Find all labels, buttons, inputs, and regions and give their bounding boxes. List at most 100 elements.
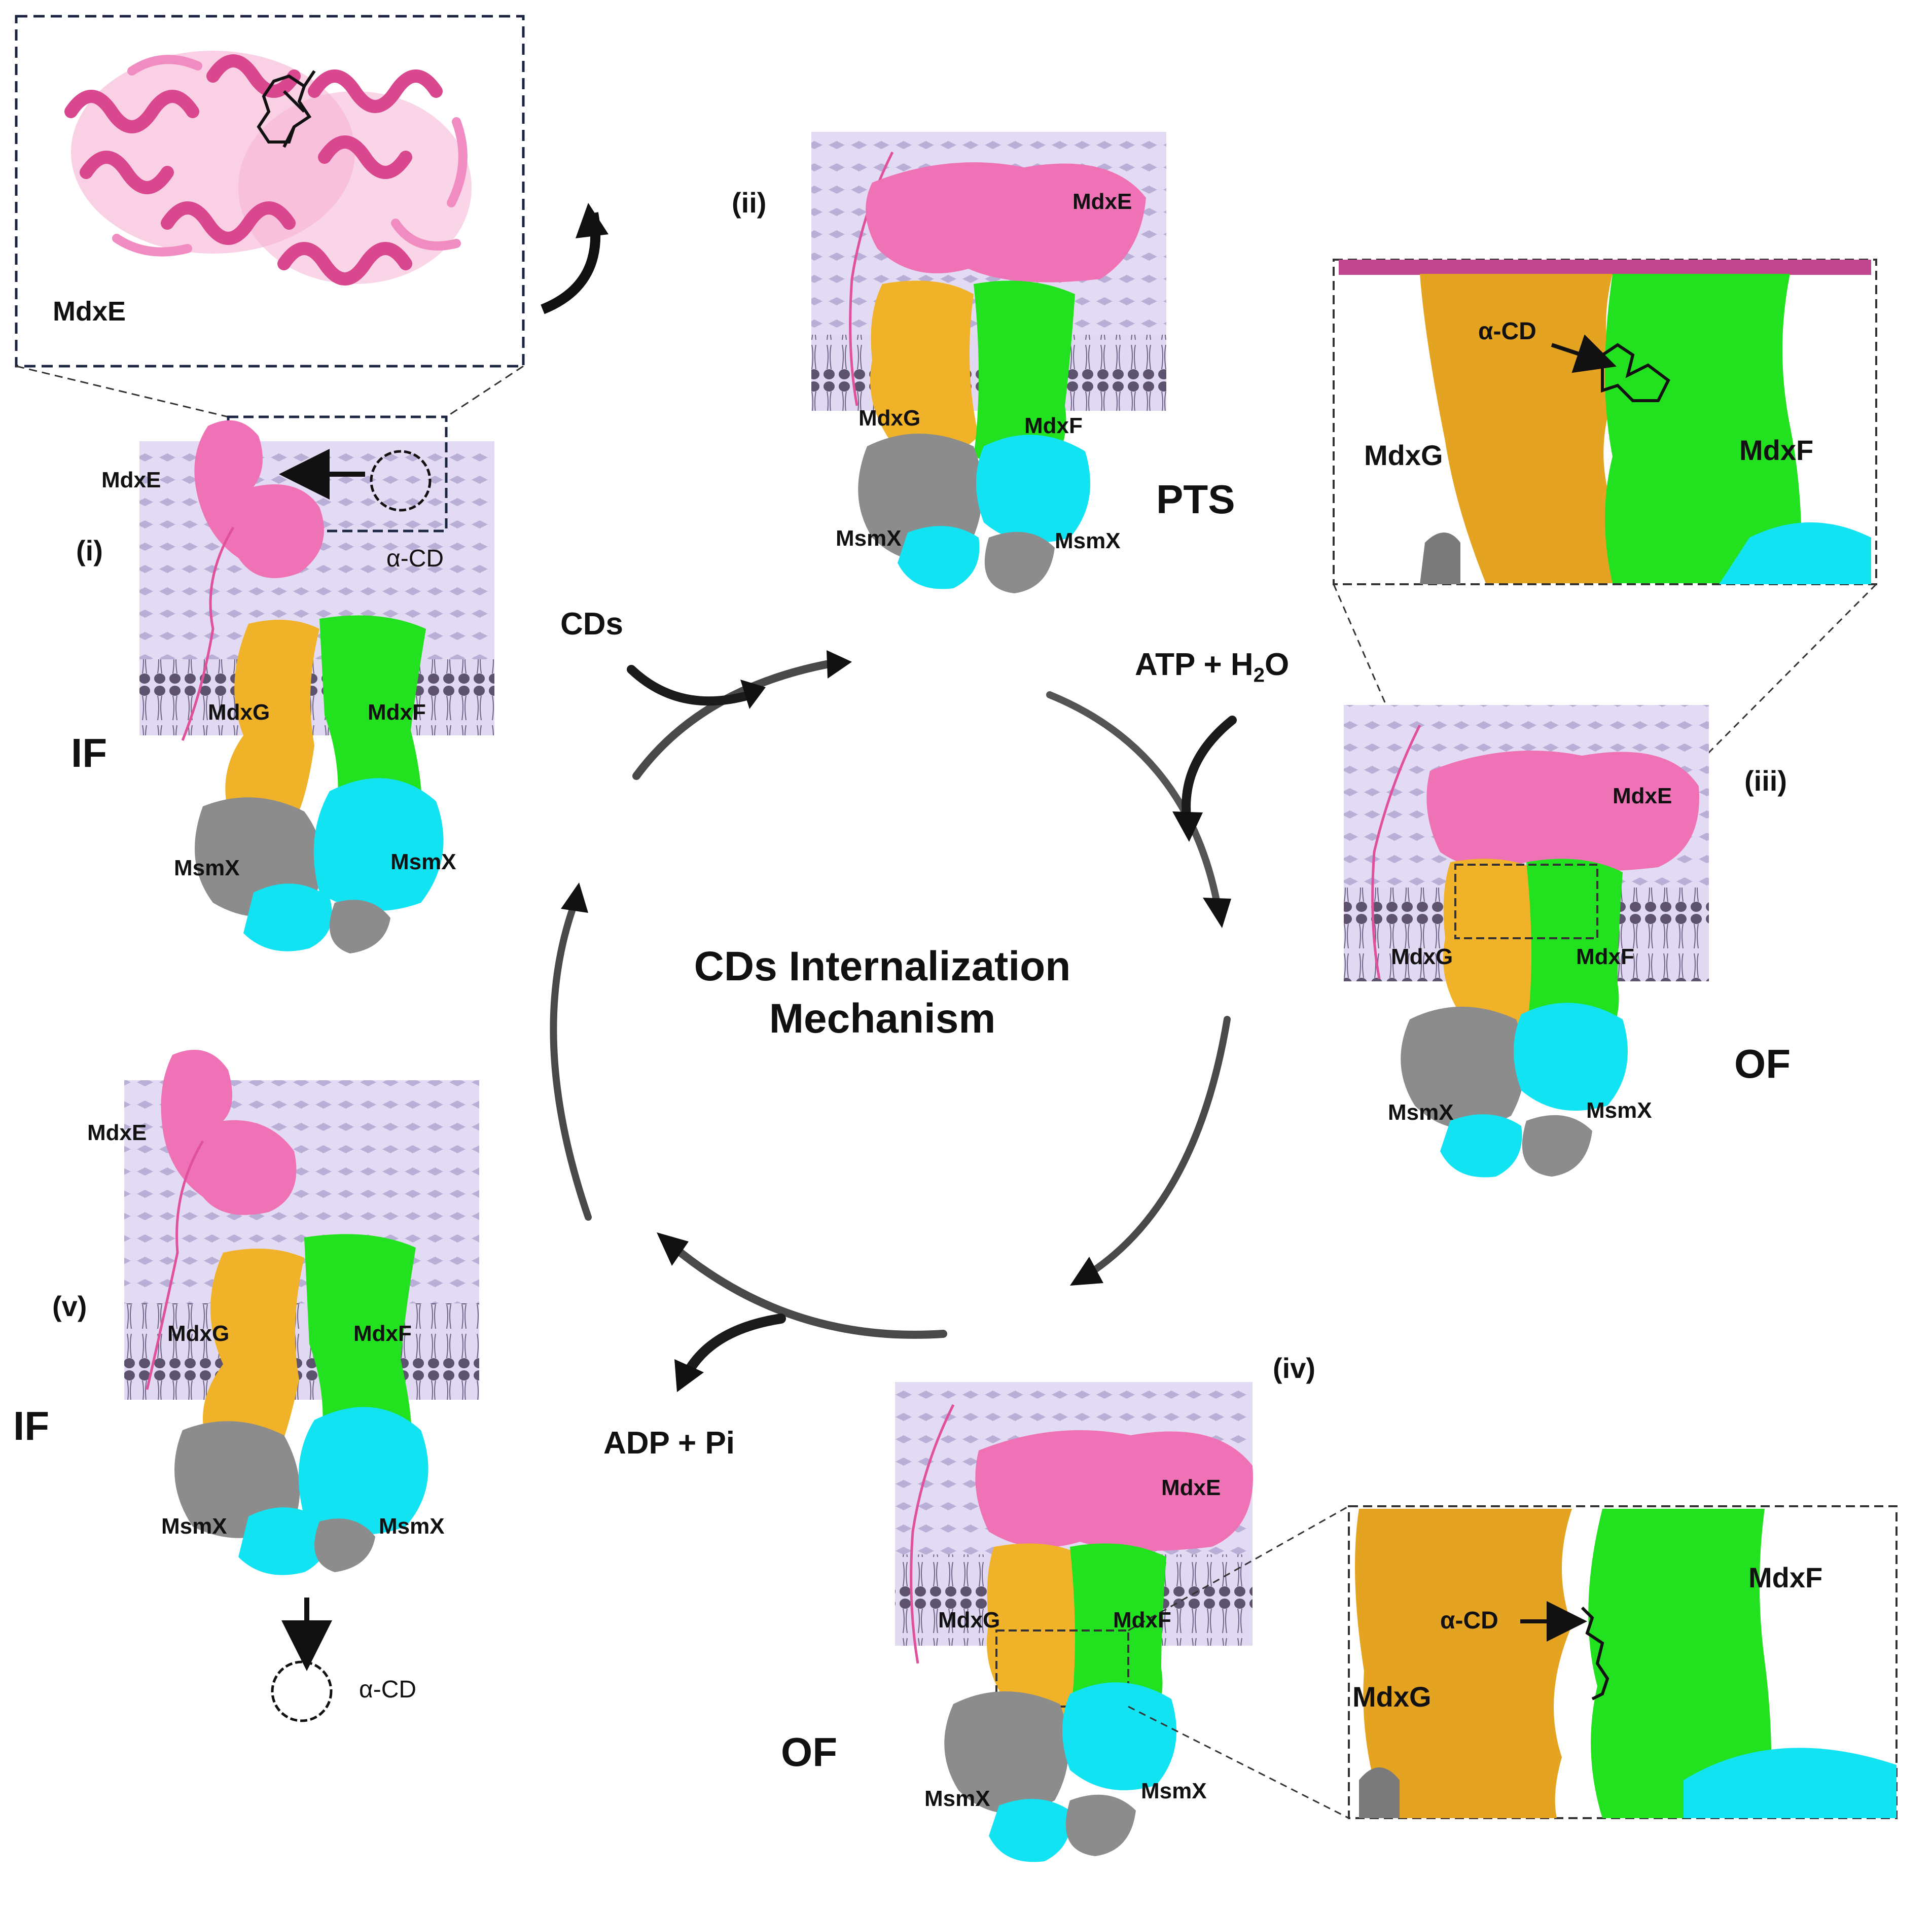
- msmx-cyan-small-i: [243, 883, 332, 951]
- cycle-arrow-1: [632, 660, 831, 780]
- mdxf-zoom-iv: [1588, 1509, 1772, 1818]
- zoom-box-iii: [1454, 864, 1598, 939]
- msmx-label-ii-right: MsmX: [1055, 528, 1121, 553]
- atp-label: ATP + H2O: [1135, 647, 1290, 687]
- msmx-gray-small-ii: [984, 531, 1055, 593]
- zoom-box-iv: [995, 1629, 1129, 1708]
- zoom-inset-iv: [1348, 1505, 1898, 1819]
- mdxg-v: [203, 1249, 304, 1472]
- state-iv-label: (iv): [1273, 1352, 1315, 1384]
- msmx-gray-zoom-iii: [1420, 533, 1460, 584]
- msmx-cyan-zoom-iv: [1684, 1748, 1897, 1818]
- msmx-gray-small-i: [330, 900, 390, 953]
- msmx-label-v-right: MsmX: [379, 1514, 445, 1539]
- mdxg-label-v: MdxG: [167, 1321, 230, 1346]
- mdxg-label-ii: MdxG: [858, 406, 921, 431]
- atp-label-sub: 2: [1253, 664, 1265, 687]
- msmx-gray-zoom-iv: [1359, 1767, 1400, 1818]
- acd-ligand-iii: [1601, 343, 1670, 402]
- tether-iv: [910, 1404, 955, 1664]
- msmx-label-i-left: MsmX: [174, 856, 240, 880]
- state-ii-structure: [811, 132, 1166, 593]
- acd-ring-v: [271, 1660, 333, 1722]
- center-title-line1: CDs Internalization: [694, 943, 1071, 989]
- msmx-cyan-small-ii: [898, 526, 980, 589]
- msmx-cyan-small-iv: [989, 1799, 1071, 1862]
- msmx-gray-small-v: [314, 1518, 375, 1572]
- msmx-label-iii-left: MsmX: [1388, 1100, 1454, 1125]
- cycle-arrow-4: [670, 1244, 947, 1339]
- conformation-of-4: OF: [781, 1729, 838, 1775]
- cycle-arrow-3-head: [1070, 1257, 1103, 1286]
- mdxe-iv: [975, 1430, 1253, 1551]
- mdxg-label-zoom-iv: MdxG: [1352, 1681, 1432, 1713]
- mdxg-label-iii: MdxG: [1391, 944, 1453, 969]
- atp-label-main: ATP + H: [1135, 647, 1254, 682]
- cycle-arrow-1-head: [827, 650, 852, 679]
- center-title-line2: Mechanism: [769, 995, 996, 1042]
- state-iii-structure: [1344, 705, 1709, 1178]
- center-title: CDs Internalization Mechanism: [659, 941, 1105, 1045]
- mdxf-label-iv: MdxF: [1113, 1608, 1171, 1633]
- msmx-gray-v: [174, 1421, 300, 1538]
- mdxf-iii: [1526, 859, 1623, 1044]
- mdxf-iv: [1070, 1543, 1166, 1728]
- msmx-cyan-ii: [976, 435, 1090, 543]
- atp-label-tail: O: [1264, 647, 1290, 682]
- msmx-label-iv-left: MsmX: [924, 1786, 990, 1811]
- adp-output-arrow: [685, 1314, 786, 1374]
- msmx-gray-iv: [944, 1691, 1069, 1814]
- mdxe-label-ii: MdxE: [1072, 189, 1132, 214]
- inset-mdxe-label: MdxE: [53, 296, 126, 327]
- msmx-cyan-v: [298, 1407, 428, 1535]
- mdxg-i: [225, 620, 319, 838]
- mdxg-iv: [987, 1543, 1085, 1722]
- cycle-arrow-4-head: [657, 1232, 689, 1266]
- msmx-cyan-small-v: [238, 1507, 327, 1575]
- conformation-if-5: IF: [13, 1403, 50, 1448]
- cycle-arrows: [550, 650, 1237, 1392]
- mdxg-label-iv: MdxG: [938, 1608, 1000, 1633]
- tether-iii: [1371, 724, 1421, 979]
- acd-label-zoom-iii: α-CD: [1478, 318, 1536, 345]
- tether-i: [181, 526, 235, 741]
- conformation-if-1: IF: [71, 730, 108, 775]
- acd-ligand-iv: [1581, 1606, 1609, 1700]
- acd-label-v: α-CD: [359, 1676, 417, 1703]
- adp-label: ADP + Pi: [603, 1426, 735, 1461]
- acd-label-i: α-CD: [386, 545, 444, 572]
- state-v-structure: [124, 1050, 479, 1722]
- mdxf-label-ii: MdxF: [1024, 413, 1083, 438]
- msmx-label-iii-right: MsmX: [1586, 1098, 1652, 1123]
- adp-output-arrow-head: [674, 1359, 704, 1392]
- mdxf-label-i: MdxF: [368, 700, 426, 725]
- inset-connector-right: [446, 365, 524, 418]
- tether-v: [146, 1140, 204, 1390]
- mdxf-zoom-iii: [1605, 274, 1802, 583]
- msmx-label-i-right: MsmX: [390, 849, 456, 874]
- inset-connector-left: [16, 365, 229, 418]
- mdxg-iii: [1443, 859, 1542, 1037]
- mdxe-ii: [866, 162, 1146, 282]
- zoom-box-i: [227, 415, 448, 533]
- mdxe-v: [161, 1050, 297, 1215]
- msmx-cyan-i: [313, 778, 444, 911]
- conformation-pts: PTS: [1156, 477, 1235, 522]
- cycle-arrow-5: [550, 904, 592, 1221]
- msmx-cyan-small-iii: [1440, 1114, 1522, 1178]
- zoom-inset-iii: [1333, 259, 1877, 585]
- msmx-label-v-left: MsmX: [161, 1514, 227, 1539]
- mdxe-label-iii: MdxE: [1613, 784, 1672, 808]
- mdxg-ii: [870, 280, 979, 459]
- mdxf-i: [319, 615, 426, 836]
- mdxe-label-iv: MdxE: [1161, 1475, 1221, 1500]
- state-i-structure: [139, 415, 494, 953]
- mdxe-ribbon-inset: MdxE: [15, 15, 609, 368]
- mdxf-label-zoom-iii: MdxF: [1739, 434, 1814, 466]
- cycle-arrow-2-head: [1203, 898, 1231, 928]
- cycle-arrow-5-head: [561, 882, 588, 913]
- cds-label: CDs: [560, 607, 624, 642]
- atp-input-arrow-head: [1172, 811, 1203, 842]
- msmx-gray-iii: [1401, 1007, 1525, 1129]
